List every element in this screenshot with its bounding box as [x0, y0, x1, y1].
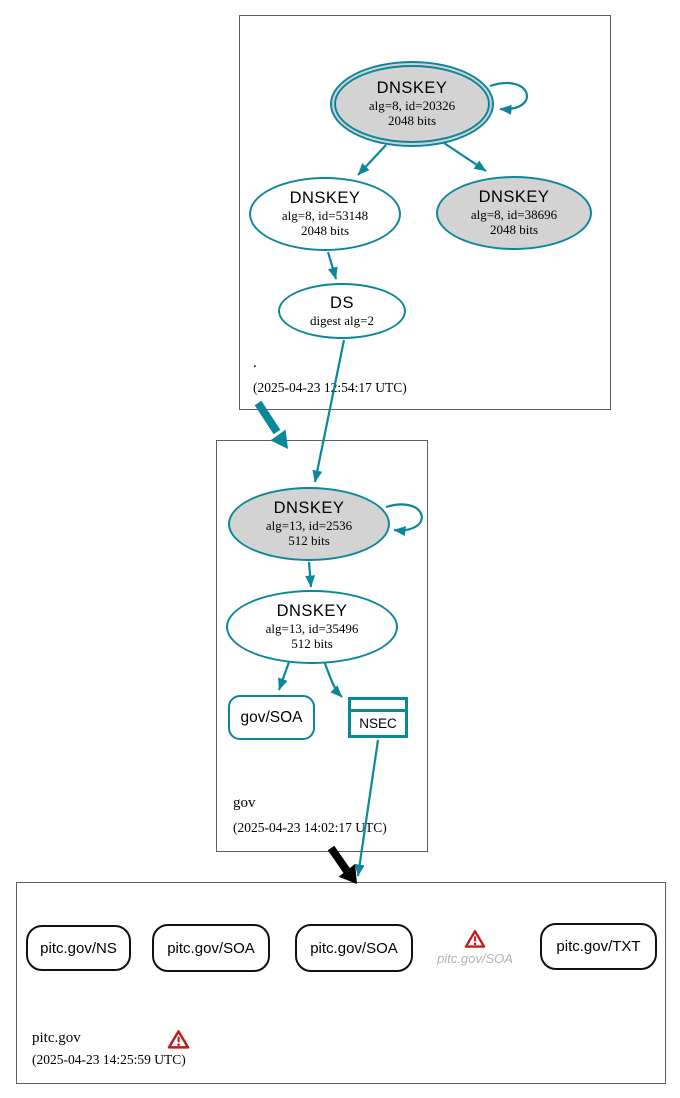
node-gov-zsk-dnskey[interactable]: DNSKEY alg=13, id=35496 512 bits: [226, 590, 398, 664]
gov-zone-label: gov: [233, 795, 256, 811]
node-gov-ksk-title: DNSKEY: [273, 499, 345, 518]
node-root-key38696-dnskey[interactable]: DNSKEY alg=8, id=38696 2048 bits: [436, 176, 592, 250]
node-pitc-soa2-rrset[interactable]: pitc.gov/SOA: [295, 924, 413, 972]
node-pitc-soa1-rrset[interactable]: pitc.gov/SOA: [152, 924, 270, 972]
node-root-key38696-title: DNSKEY: [478, 188, 550, 207]
node-pitc-txt-rrset[interactable]: pitc.gov/TXT: [540, 923, 657, 970]
zone-box-root: [239, 15, 611, 410]
node-root-ksk-dnskey[interactable]: DNSKEY alg=8, id=20326 2048 bits: [330, 61, 494, 147]
node-gov-soa-rrset[interactable]: gov/SOA: [228, 695, 315, 740]
node-pitc-soa-missing-label[interactable]: pitc.gov/SOA: [437, 951, 513, 966]
node-pitc-soa1-label: pitc.gov/SOA: [167, 939, 255, 957]
edge-delegation-gov-to-pitc-head: [338, 863, 357, 884]
gov-zone-timestamp: (2025-04-23 14:02:17 UTC): [233, 820, 387, 835]
node-gov-zsk-detail1: alg=13, id=35496: [265, 621, 359, 637]
node-gov-zsk-title: DNSKEY: [276, 602, 348, 621]
node-pitc-ns-rrset[interactable]: pitc.gov/NS: [26, 925, 131, 971]
nsec-header-band: [351, 700, 405, 712]
node-root-ds-detail1: digest alg=2: [309, 312, 375, 328]
node-root-ds-title: DS: [330, 293, 354, 312]
node-gov-soa-label: gov/SOA: [240, 708, 303, 726]
node-pitc-txt-label: pitc.gov/TXT: [556, 938, 641, 955]
node-pitc-soa2-label: pitc.gov/SOA: [310, 939, 398, 957]
node-root-ds[interactable]: DS digest alg=2: [278, 283, 406, 339]
node-gov-nsec[interactable]: NSEC: [348, 697, 408, 738]
node-pitc-ns-label: pitc.gov/NS: [40, 939, 117, 957]
zone-warning-icon[interactable]: [167, 1029, 190, 1050]
root-zone-label: .: [253, 355, 257, 371]
node-root-ksk-detail2: 2048 bits: [387, 113, 437, 129]
root-zone-timestamp: (2025-04-23 12:54:17 UTC): [253, 380, 407, 395]
node-root-zsk-dnskey[interactable]: DNSKEY alg=8, id=53148 2048 bits: [249, 177, 401, 251]
warning-icon[interactable]: [464, 929, 486, 949]
node-root-ksk-title: DNSKEY: [376, 79, 448, 98]
node-gov-ksk-detail2: 512 bits: [288, 533, 330, 549]
node-gov-zsk-detail2: 512 bits: [291, 636, 333, 652]
node-root-zsk-detail2: 2048 bits: [300, 223, 350, 239]
pitc-gov-zone-timestamp: (2025-04-23 14:25:59 UTC): [32, 1052, 186, 1067]
node-root-zsk-title: DNSKEY: [289, 189, 361, 208]
node-root-key38696-detail1: alg=8, id=38696: [470, 207, 558, 223]
node-gov-nsec-label: NSEC: [359, 716, 397, 731]
node-gov-ksk-detail1: alg=13, id=2536: [265, 518, 353, 534]
node-gov-ksk-dnskey[interactable]: DNSKEY alg=13, id=2536 512 bits: [228, 487, 390, 561]
node-root-ksk-inner-ring: DNSKEY alg=8, id=20326 2048 bits: [334, 65, 490, 143]
pitc-gov-zone-label: pitc.gov: [32, 1030, 81, 1046]
node-root-ksk-detail1: alg=8, id=20326: [368, 98, 456, 114]
node-root-key38696-detail2: 2048 bits: [489, 222, 539, 238]
node-root-zsk-detail1: alg=8, id=53148: [281, 208, 369, 224]
